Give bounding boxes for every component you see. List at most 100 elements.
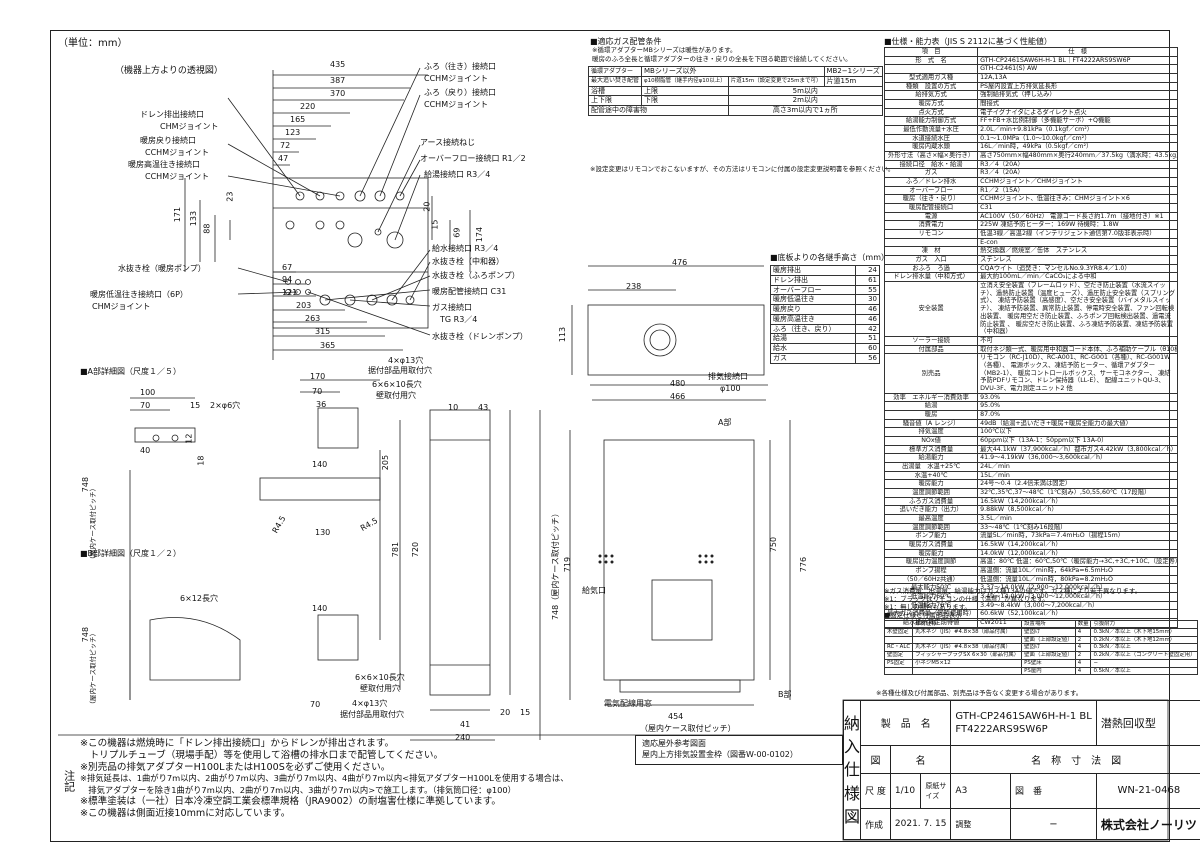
zu-label: 図: [860, 744, 891, 774]
spec-value: 9.88kW（8,500kcal／h）: [977, 505, 1179, 515]
front-748: 748（屋内ケース取付ピッチ）: [550, 509, 560, 621]
dim-121: 121: [282, 288, 298, 297]
distance-value: 56: [855, 352, 880, 364]
spec-item: 暖房内蔵水頭: [883, 142, 979, 153]
side-240: 240: [455, 733, 471, 742]
applicable-1: 適応屋外参考図面: [642, 739, 706, 748]
dim-15: 15: [430, 219, 440, 230]
dim-171: 171: [173, 206, 183, 223]
spec-item: 水道接続水圧: [883, 133, 979, 144]
spec-title: ■仕様・能力表（JIS S 2112に基づく性能値）: [884, 37, 1052, 46]
gas-cell: 上下限: [587, 95, 643, 106]
spec-head-item: 項 目: [883, 47, 979, 57]
spec-item: NOx値: [883, 435, 979, 446]
spec-item: リモコン: [883, 229, 979, 239]
spec-item: [883, 237, 979, 248]
label-heat-high-joint: CCHMジョイント: [145, 172, 210, 181]
fix-cell: 0.3kN／本以上（木下地15mm）: [1090, 627, 1199, 637]
gas-cell: 片道15m: [823, 75, 883, 87]
spec-item: 付属部品: [883, 344, 979, 355]
spec-item: ふろ／ドレン排水: [883, 177, 979, 187]
front-a-part: A部: [718, 418, 732, 427]
spec-item: 温度調節範囲: [883, 487, 979, 498]
spec-value: R3／4（20A）: [977, 168, 1179, 179]
mount-slots-desc: 壁取付用穴: [376, 391, 416, 400]
detail-b-title: ■B部詳細図（尺度１／２）: [80, 549, 182, 558]
spec-value: CQAウイト（追焚き：マンセルNo.9.3YR8.4／1.0）: [977, 263, 1179, 274]
distance-item: 暖房戻り: [770, 304, 856, 315]
spec-note-3: ※1：無しの場合もあります。: [884, 603, 971, 611]
spec-value: E-con: [977, 237, 1179, 248]
spec-value: 電子イグナイタによるダイレクト点火: [977, 107, 1179, 118]
spec-row: 外形寸法（高さ×幅×奥行き）高さ750mm×幅480mm×奥行240mm／37.…: [883, 151, 1179, 161]
title-vertical: 納入仕様図: [842, 700, 862, 840]
distance-item: ガス: [770, 352, 856, 364]
note-line: ※この機器は燃焼時に「ドレン排出接続口」からドレンが排出されます。: [80, 738, 395, 749]
spec-item: 外形寸法（高さ×幅×奥行き）: [883, 151, 979, 161]
dim-69: 69: [452, 227, 462, 238]
spec-row: ソーラー接続不可: [883, 335, 1179, 346]
spec-row: 付属部品取付ネジ類一式、暖房用中和器コード本体、ふろ補助ケーブル（θ10樹脂管使…: [883, 344, 1179, 355]
spec-item: 暖房（往き・戻り）: [883, 194, 979, 205]
distance-value: 46: [855, 313, 880, 325]
spec-item: 凍 材: [883, 246, 979, 257]
bottom-view-outline: [587, 304, 765, 376]
spec-head-spec: 仕 様: [977, 47, 1179, 57]
spec-item: ドレン排水量（中和方式）: [883, 272, 979, 283]
label-hot-water: 給湯接続口 R3／4: [424, 170, 491, 179]
distance-item: ふろ（往き、戻り）: [770, 323, 856, 335]
spec-item: 給排気方式: [883, 90, 979, 101]
mount-holes-b-desc: 据付部品用取付穴: [340, 710, 404, 719]
side-15: 15: [520, 708, 531, 717]
fix-cell: 壁面（上部設定値）: [1021, 651, 1076, 660]
detail-a-100: 100: [140, 388, 156, 397]
unit-note: （単位：mm）: [58, 38, 128, 49]
fix-cell: 壁固け: [1021, 627, 1076, 637]
spec-value: 取付ネジ類一式、暖房用中和器コード本体、ふろ補助ケーブル（θ10樹脂管使用）: [977, 344, 1179, 355]
front-466: 466: [670, 392, 686, 401]
gas-head-3: MB2−1シリーズ: [823, 66, 883, 77]
fix-cell: 0.2kN／本以上（コンクリート壁固定用）: [1090, 651, 1199, 660]
spec-value: CCHMジョイント、低温往きみ：CHMジョイント×6: [977, 194, 1179, 205]
adjust-label: 調整: [950, 808, 1011, 840]
spec-item: 暖房方式: [883, 99, 979, 109]
zuban-label: 図 番: [1009, 772, 1097, 810]
fix-cell: 壁固定: [883, 651, 914, 660]
spec-value: 立消え安全装置（フレームロッド）、空だき防止装置（水流スイッチ）、過熱防止装置（…: [977, 281, 1179, 337]
dim-123: 123: [285, 128, 301, 137]
title-v3: 仕: [844, 760, 861, 780]
label-drain-pump: 水抜き栓（ドレンポンプ）: [432, 332, 528, 341]
spec-row: 点火方式電子イグナイタによるダイレクト点火: [883, 107, 1179, 118]
dim-238: 238: [626, 282, 642, 291]
spec-value: R1／2（15A）: [977, 185, 1179, 196]
dim-387: 387: [330, 76, 346, 85]
spec-value: 32℃,35℃,37〜48℃（1℃刻み）,50,55,60℃（17段階）: [977, 487, 1179, 498]
spec-row: ドレン排水量（中和方式）最大約100mL／min／CaCO₃による中和: [883, 272, 1179, 283]
applicable-2: 屋内上方排気設置金枠（図番W-00-0102）: [642, 750, 798, 759]
spec-value: 24号〜0.4（2.4倍未満は固定）: [977, 479, 1179, 489]
detail-a-40: 40: [140, 446, 151, 455]
spec-value: 流量5L／min時，73kPa＝7.4mH₂O（揚程15m）: [977, 531, 1179, 541]
spec-value: 95.0%: [977, 401, 1179, 411]
note-line: ※この機器は側面近接10mmに対応しています。: [80, 808, 291, 820]
fix-note: ※各種仕様及び付属部品、別売品は予告なく変更する場合があります。: [876, 689, 1083, 697]
detail-a-15: 15: [190, 401, 201, 410]
spec-item: 出湯量 水温+25℃: [883, 461, 979, 472]
note-line: ※標準塗装は（一社）日本冷凍空調工業会標準規格（JRA9002）の耐塩害仕様に準…: [80, 796, 502, 808]
distance-item: 暖房排出: [770, 265, 856, 276]
dim-263: 263: [305, 314, 321, 323]
spec-note-2: ※1：ブラックはリモコンの仕様（温度）が異なります。: [884, 595, 1049, 603]
dim-88: 88: [202, 223, 212, 234]
top-view-title: （機器上方よりの透視図）: [115, 66, 223, 76]
side-20: 20: [500, 708, 511, 717]
dim-47: 47: [278, 154, 289, 163]
spec-value: 14.0kW（12,000kcal／h）: [977, 548, 1179, 559]
